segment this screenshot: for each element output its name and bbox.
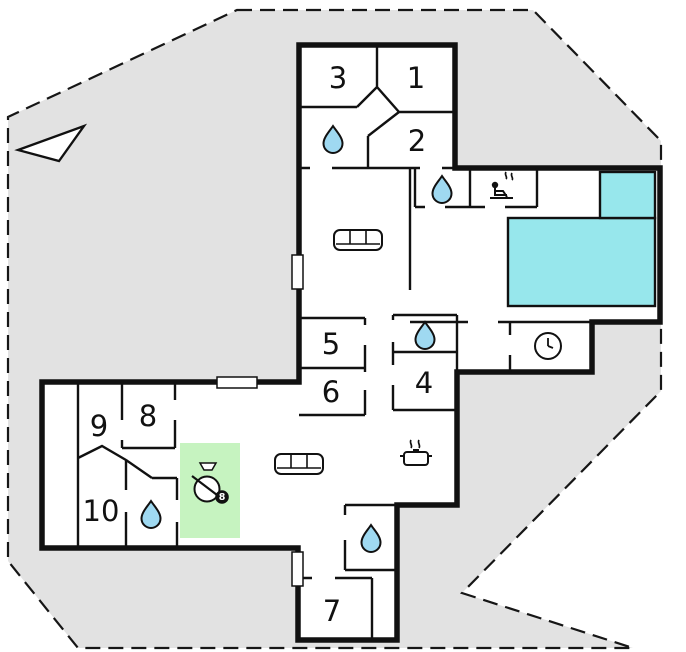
pool-small — [598, 170, 657, 220]
door-symbol — [291, 551, 304, 587]
door-symbol — [291, 254, 304, 290]
sofa-icon — [274, 453, 324, 475]
clock-icon — [534, 332, 562, 360]
north-arrow — [14, 123, 88, 163]
billiards-icon: 8 — [191, 462, 229, 504]
room-label-8: 8 — [139, 399, 157, 433]
window-symbol — [216, 376, 258, 389]
room-label-6: 6 — [322, 375, 340, 409]
billiards-ball-number: 8 — [219, 492, 226, 503]
kettle-icon — [400, 439, 432, 466]
sofa-icon — [333, 229, 383, 251]
room-label-4: 4 — [415, 366, 433, 400]
room-label-10: 10 — [83, 494, 120, 528]
sauna-icon — [490, 171, 514, 199]
pool-main — [506, 216, 657, 308]
room-label-7: 7 — [323, 594, 341, 628]
room-label-2: 2 — [408, 124, 426, 158]
room-label-1: 1 — [407, 61, 425, 95]
room-label-9: 9 — [90, 409, 108, 443]
interior-walls — [76, 45, 592, 640]
room-label-3: 3 — [329, 61, 347, 95]
room-label-5: 5 — [322, 327, 340, 361]
